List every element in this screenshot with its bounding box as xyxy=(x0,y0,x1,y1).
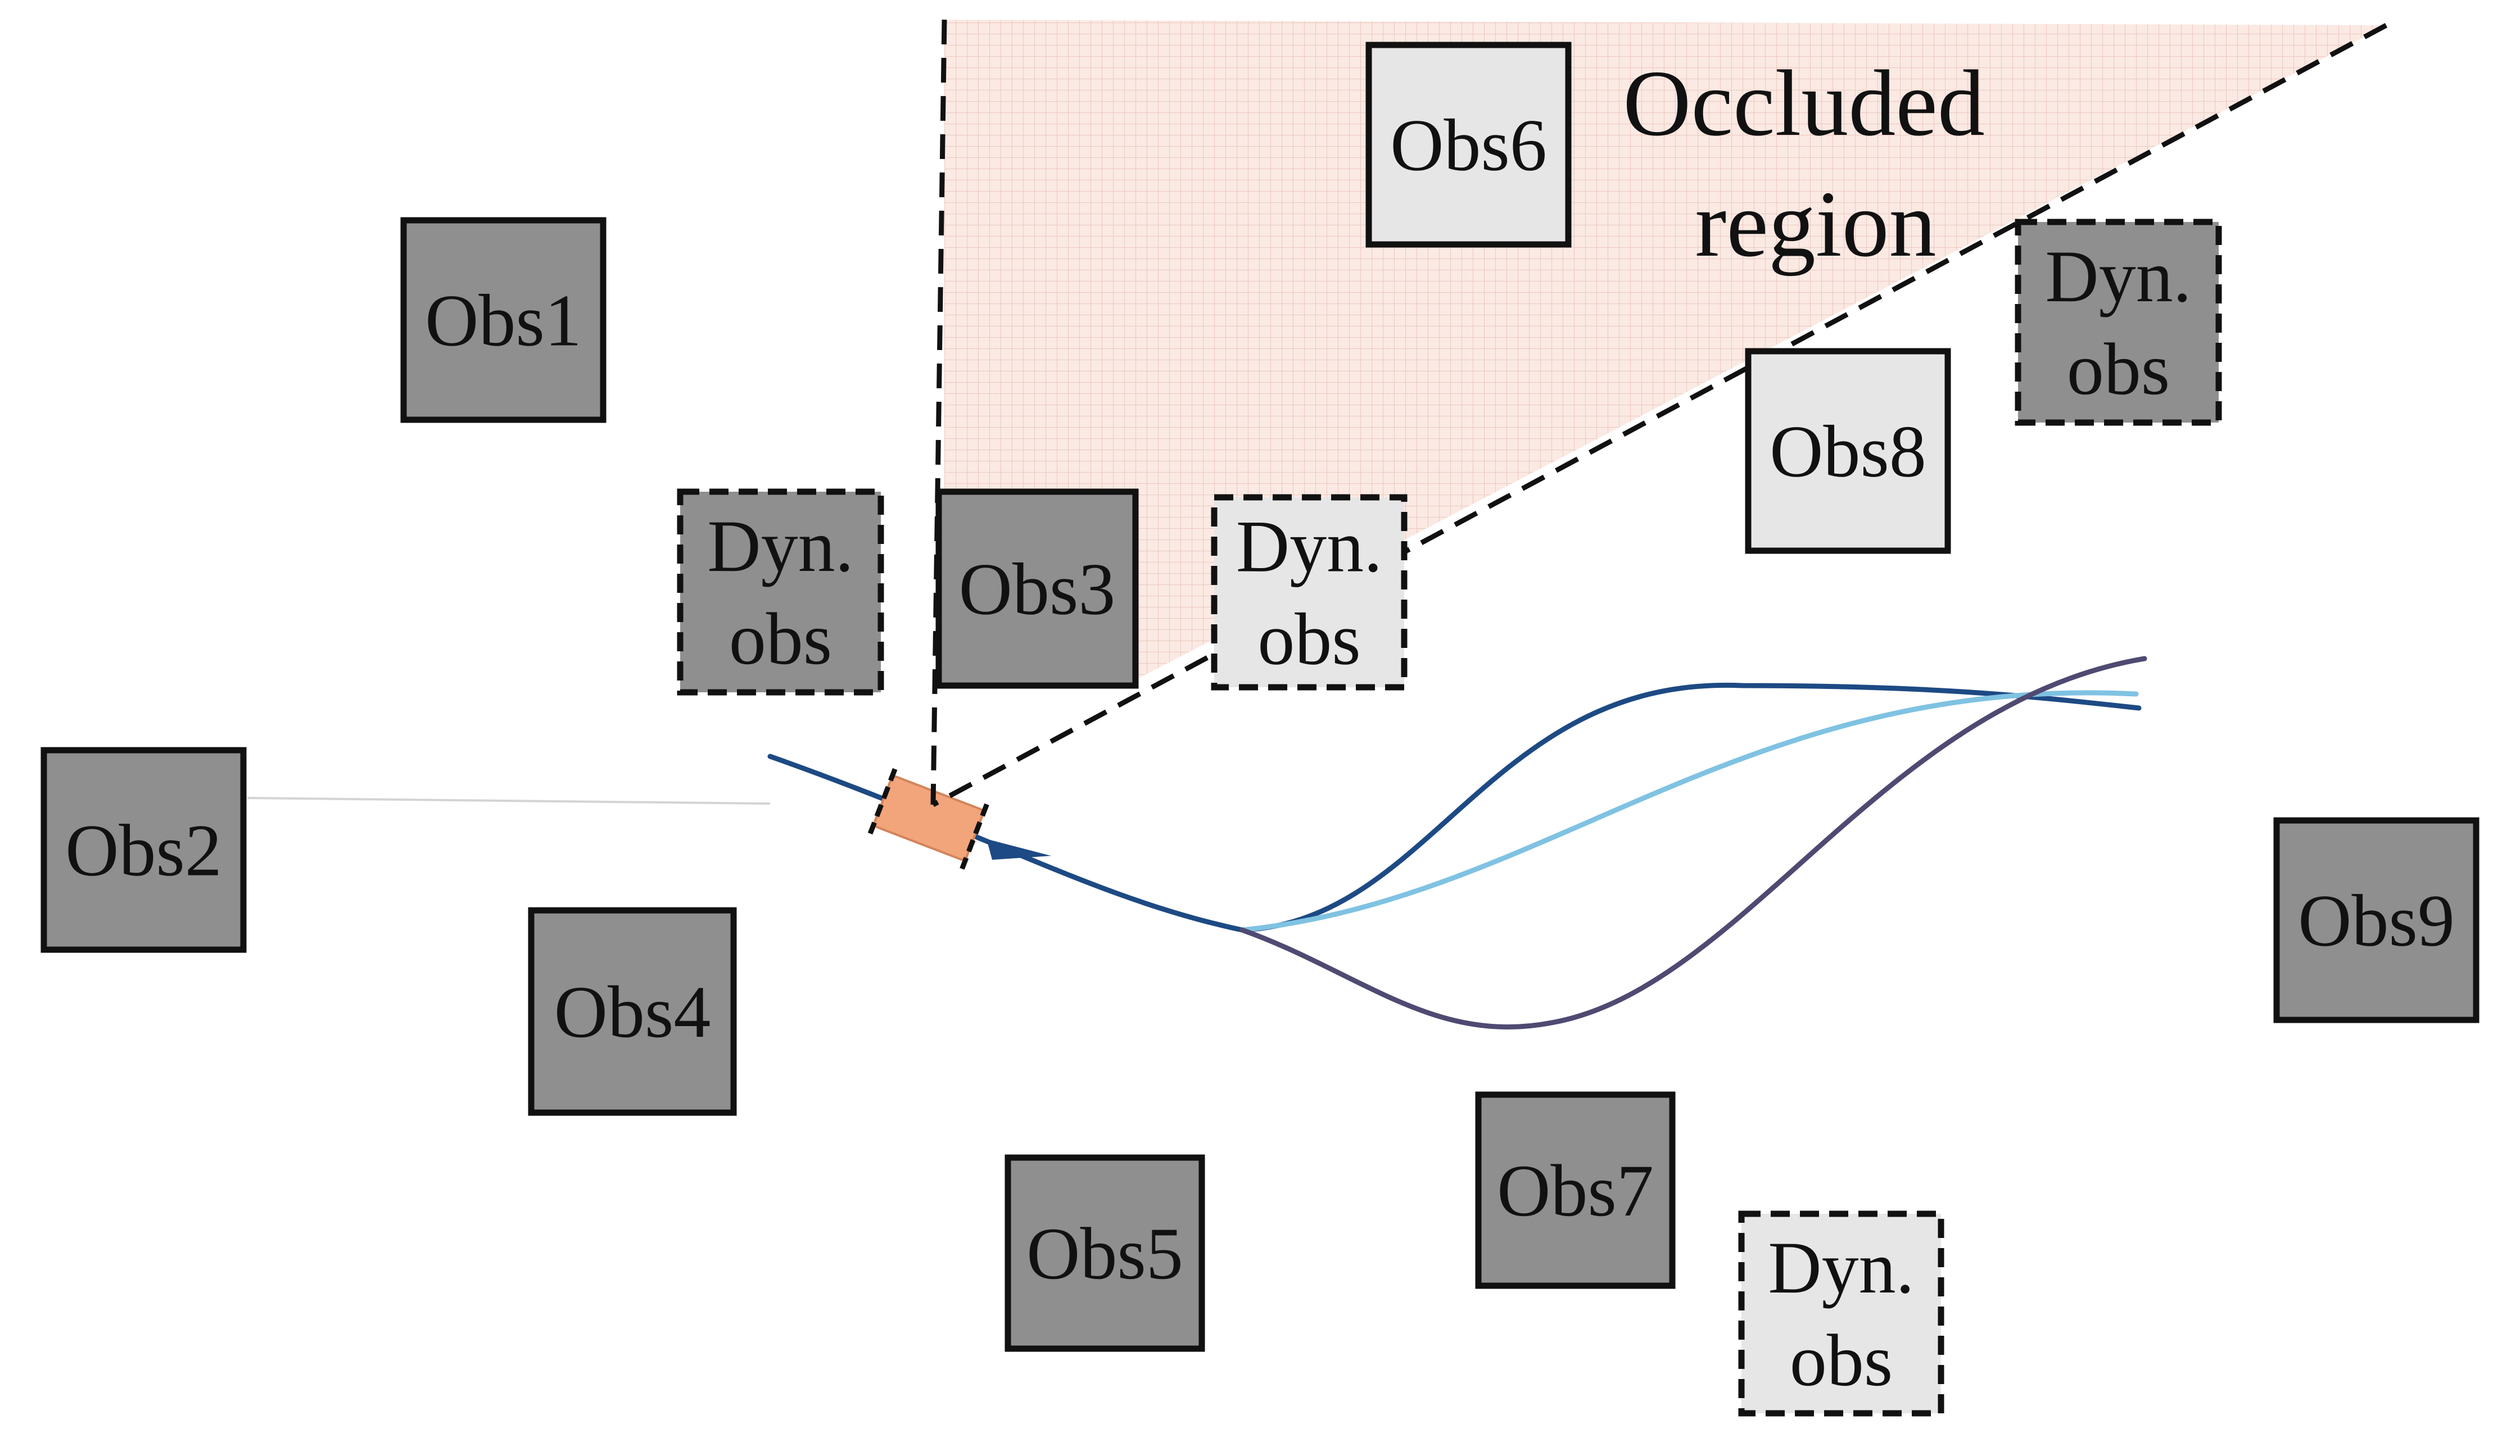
dyn-obs-1-label-line: Dyn. xyxy=(707,505,853,587)
obs2-box xyxy=(40,747,247,953)
dyn-obs-2-label-line: obs xyxy=(1257,598,1360,681)
path-executed xyxy=(767,754,1245,933)
obs6-box xyxy=(1365,42,1572,248)
dyn-obs-3-label: Dyn. obs xyxy=(2045,235,2191,410)
obs4-label: Obs4 xyxy=(554,970,711,1053)
occluded-region-label-line1: Occluded xyxy=(1623,51,1985,156)
ego-vehicle xyxy=(867,768,989,870)
dyn-obs-3-obstacle: Dyn. obs xyxy=(2015,219,2222,426)
dyn-obs-4-label-line: Dyn. xyxy=(1768,1226,1914,1309)
fov-line-right xyxy=(931,23,2388,807)
dyn-obs-4-label: Dyn. obs xyxy=(1768,1226,1914,1401)
obs1-label-line: Obs1 xyxy=(425,279,582,362)
obs5-label-line: Obs5 xyxy=(1026,1212,1183,1295)
dyn-obs-1-label-line: obs xyxy=(729,597,832,680)
obs3-box xyxy=(935,488,1139,689)
obs4-obstacle: Obs4 xyxy=(528,907,737,1116)
obs8-box xyxy=(1745,348,1951,554)
dyn-obs-3-box xyxy=(2015,219,2222,426)
obs4-label-line: Obs4 xyxy=(554,970,711,1053)
dyn-obs-2-label: Dyn. obs xyxy=(1236,505,1382,681)
occluded-region-label-line2: region xyxy=(1695,172,1936,276)
obs2-label: Obs2 xyxy=(65,809,222,892)
dyn-obs-2-label-line: Dyn. xyxy=(1236,505,1382,588)
obs2-label-line: Obs2 xyxy=(65,809,222,892)
obs1-label: Obs1 xyxy=(425,279,582,362)
planned-paths xyxy=(767,656,2147,1029)
heading-arrow xyxy=(987,839,1051,860)
obs6-label: Obs6 xyxy=(1390,104,1547,187)
obs6-label-line: Obs6 xyxy=(1390,104,1547,187)
obs7-label: Obs7 xyxy=(1497,1149,1654,1232)
obs5-obstacle: Obs5 xyxy=(1005,1154,1205,1352)
obs9-box xyxy=(2273,817,2480,1023)
dyn-obs-4-obstacle: Dyn. obs xyxy=(1738,1210,1944,1417)
dyn-obs-2-obstacle: Dyn. obs xyxy=(1211,494,1408,691)
dyn-obs-4-box xyxy=(1738,1210,1944,1417)
fov-line-left xyxy=(930,19,947,805)
obs7-box xyxy=(1475,1091,1676,1289)
obstacles: Obs1Obs2Obs3Obs4Obs5Obs6Obs7Obs8Obs9Dyn.… xyxy=(40,42,2480,1417)
dyn-obs-3-label-line: Dyn. xyxy=(2045,235,2191,317)
obs5-box xyxy=(1005,1154,1205,1352)
obs3-label: Obs3 xyxy=(959,548,1116,631)
obs9-obstacle: Obs9 xyxy=(2273,817,2480,1023)
sensor-fov-lines xyxy=(930,19,2388,807)
occluded-region-label: Occluded region xyxy=(1623,51,2008,276)
obs4-box xyxy=(528,907,737,1116)
dyn-obs-1-box xyxy=(677,488,884,696)
obs2-obstacle: Obs2 xyxy=(40,747,247,953)
dyn-obs-1-obstacle: Dyn. obs xyxy=(677,488,884,696)
obs3-label-line: Obs3 xyxy=(959,548,1116,631)
obs5-label: Obs5 xyxy=(1026,1212,1183,1295)
obs8-obstacle: Obs8 xyxy=(1745,348,1951,554)
obs1-box xyxy=(400,217,607,423)
path-upper xyxy=(1239,682,2142,933)
obs7-label-line: Obs7 xyxy=(1497,1149,1654,1232)
obs8-label: Obs8 xyxy=(1770,410,1926,493)
dyn-obs-1-label: Dyn. obs xyxy=(707,505,853,680)
start-trail xyxy=(247,797,771,805)
dyn-obs-4-label-line: obs xyxy=(1790,1319,1893,1401)
obs9-label-line: Obs9 xyxy=(2298,879,2455,962)
obs1-obstacle: Obs1 xyxy=(400,217,607,423)
obs3-obstacle: Obs3 xyxy=(935,488,1139,689)
dyn-obs-3-label-line: obs xyxy=(2067,328,2170,410)
obs8-label-line: Obs8 xyxy=(1770,410,1926,493)
path-middle xyxy=(1239,690,2139,933)
obs9-label: Obs9 xyxy=(2298,879,2455,962)
obs7-obstacle: Obs7 xyxy=(1475,1091,1676,1289)
dyn-obs-2-box xyxy=(1211,494,1408,691)
path-lower xyxy=(1239,656,2147,1029)
obs6-obstacle: Obs6 xyxy=(1365,42,1572,248)
